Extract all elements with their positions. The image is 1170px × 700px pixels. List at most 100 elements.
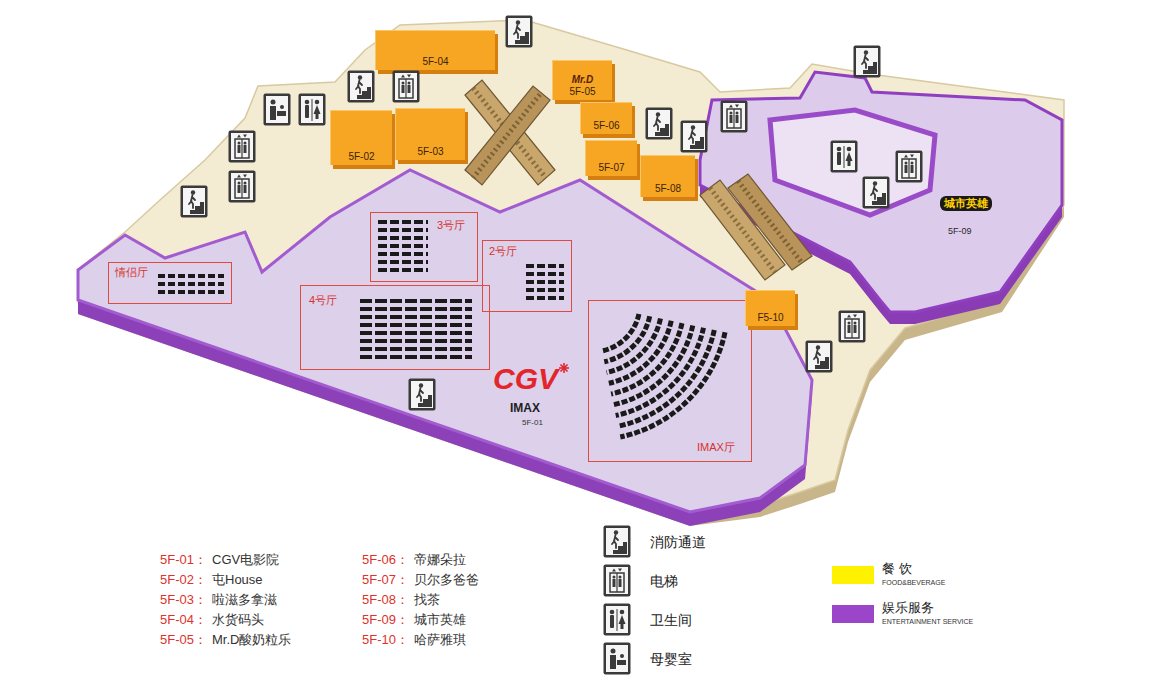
legend-text: 餐 饮 — [882, 561, 912, 577]
seat-block — [526, 266, 564, 298]
shop-code: 5F-01 — [522, 418, 543, 427]
seat-row — [609, 321, 671, 383]
seat-row — [158, 290, 224, 294]
elevator-icon — [229, 171, 256, 203]
seat-row — [378, 268, 428, 272]
region-floor — [78, 170, 812, 512]
legend-text: 卫生间 — [650, 612, 692, 628]
legend-nursing-icon — [604, 643, 631, 675]
seat-row — [378, 236, 428, 240]
brand-logo: CGV — [493, 364, 558, 394]
floor-top — [78, 20, 1064, 514]
directory-name: 城市英雄 — [414, 612, 466, 628]
legend-text: 消防通道 — [650, 534, 706, 550]
hall-name: 情侣厅 — [115, 266, 148, 279]
logo-star — [559, 363, 569, 373]
seat-row — [378, 244, 428, 248]
cinema-hall: 4号厅 — [300, 285, 490, 370]
hall-name: 3号厅 — [437, 219, 465, 232]
seat-row — [158, 274, 224, 278]
seat-row — [618, 330, 714, 426]
directory-code: 5F-05： — [160, 632, 207, 648]
directory-name: Mr.D酸奶粒乐 — [212, 632, 291, 648]
shop-code: 5F-04 — [422, 56, 448, 68]
directory-code: 5F-03： — [160, 592, 207, 608]
directory-name: 水货码头 — [212, 612, 264, 628]
brand-logo: Mr.D — [572, 74, 594, 86]
seat-row — [613, 325, 692, 404]
escalator — [465, 80, 555, 185]
seat-row — [378, 260, 428, 264]
directory-code: 5F-08： — [362, 592, 409, 608]
seat-row — [360, 315, 472, 319]
legend-subtitle: FOOD&BEVERAGE — [882, 578, 945, 588]
stair-icon — [348, 71, 375, 103]
directory-code: 5F-04： — [160, 612, 207, 628]
shop-code: 5F-05 — [569, 86, 595, 98]
legend-swatch — [832, 605, 874, 623]
seat-row — [526, 264, 564, 268]
seat-row — [607, 319, 661, 373]
directory-name: 哈萨雅琪 — [414, 632, 466, 648]
legend-subtitle: ENTERTAINMENT SERVICE — [882, 617, 973, 627]
seat-row — [360, 339, 472, 343]
seat-row — [360, 299, 472, 303]
brand-logo: 城市英雄 — [940, 196, 992, 211]
legend-swatch — [832, 566, 874, 584]
seat-row — [360, 307, 472, 311]
shop-unit: F5-10 — [745, 290, 795, 326]
shop-unit: 5F-04 — [375, 30, 495, 70]
seat-row — [378, 220, 428, 224]
region-floor — [700, 72, 1062, 312]
directory-name: 啦滋多拿滋 — [212, 592, 277, 608]
legend-stair-icon — [604, 526, 631, 558]
seat-block — [158, 276, 224, 292]
brand-subtitle: IMAX — [510, 402, 540, 416]
seat-row — [360, 323, 472, 327]
seat-row — [158, 282, 224, 286]
seat-row — [360, 331, 472, 335]
courtyard — [770, 110, 935, 215]
seat-block — [602, 314, 725, 437]
seat-row — [616, 328, 704, 416]
seat-row — [620, 332, 725, 437]
directory-code: 5F-01： — [160, 552, 207, 568]
stair-icon — [506, 16, 533, 48]
seat-row — [360, 355, 472, 359]
seat-row — [526, 288, 564, 292]
logo-star-ray — [560, 364, 567, 371]
elevator-icon — [229, 131, 256, 163]
toilet-icon — [299, 94, 326, 126]
seat-row — [526, 280, 564, 284]
legend-elevator-icon — [604, 565, 631, 597]
directory-code: 5F-10： — [362, 632, 409, 648]
directory-name: 找茶 — [414, 592, 440, 608]
seat-block — [360, 301, 472, 357]
directory-name: 帝娜朵拉 — [414, 552, 466, 568]
hall-name: 2号厅 — [489, 245, 517, 258]
nursing-icon — [264, 94, 291, 126]
directory-name: CGV电影院 — [212, 552, 279, 568]
legend-text: 娱乐服务 — [882, 600, 934, 616]
shop-code: 5F-03 — [417, 146, 443, 158]
shop-code: 5F-07 — [598, 162, 624, 174]
elevator-icon — [839, 311, 866, 343]
stair-icon — [806, 341, 833, 373]
directory-name: 屯House — [212, 572, 263, 588]
shop-unit: 5F-02 — [330, 110, 392, 165]
cinema-hall: 情侣厅 — [108, 262, 232, 304]
shop-code: 5F-02 — [348, 151, 374, 163]
shop-code: 5F-06 — [593, 120, 619, 132]
escalator — [465, 86, 550, 185]
shop-unit: 5F-03 — [395, 108, 465, 160]
seat-block — [378, 222, 428, 270]
seat-row — [526, 272, 564, 276]
elevator-icon — [393, 71, 420, 103]
legend-toilet-icon — [604, 604, 631, 636]
shop-code: 5F-09 — [948, 226, 972, 236]
seat-row — [378, 228, 428, 232]
hall-name: 4号厅 — [309, 294, 337, 307]
shop-code: F5-10 — [757, 312, 783, 324]
directory-code: 5F-09： — [362, 612, 409, 628]
seat-row — [526, 296, 564, 300]
